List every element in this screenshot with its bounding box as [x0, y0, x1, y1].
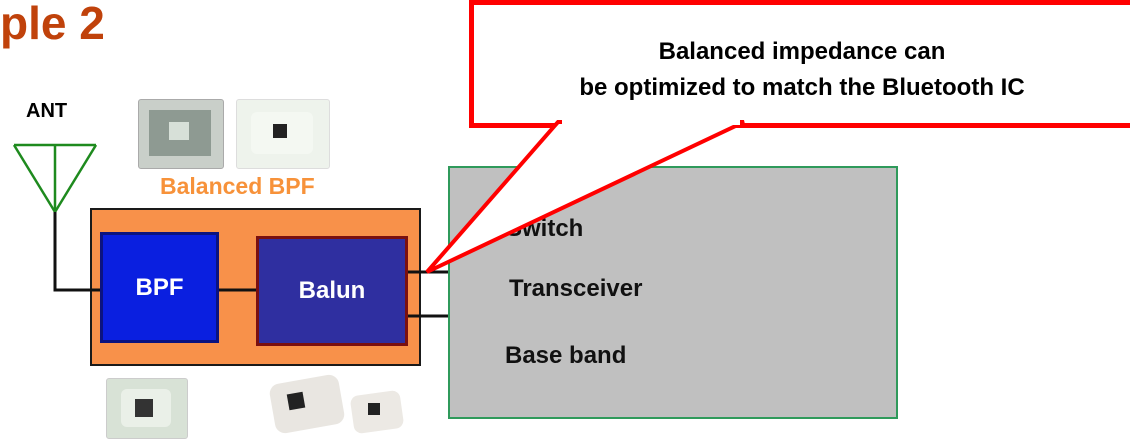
callout-box [469, 0, 1130, 128]
chip-photo-bottom-left [106, 378, 188, 439]
ic-item-base-band: Base band [505, 342, 627, 369]
bpf-label: BPF [135, 273, 184, 301]
balun-block: Balun [256, 236, 408, 346]
callout-line-1: Balanced impedance can [658, 38, 946, 65]
callout-pointer [425, 120, 745, 274]
balanced-bpf-caption: Balanced BPF [160, 173, 315, 199]
page-title: ple 2 [0, 0, 105, 49]
ic-item-transceiver: Transceiver [509, 275, 643, 302]
callout-text: Balanced impedance can be optimized to m… [474, 34, 1130, 106]
antenna-icon [12, 143, 98, 213]
callout-line-2: be optimized to match the Bluetooth IC [579, 74, 1025, 101]
bpf-block: BPF [100, 232, 219, 343]
antenna-label: ANT [26, 100, 68, 122]
balun-label: Balun [298, 277, 366, 304]
antenna-feed-wire [53, 212, 100, 292]
chip-photo-bottom-right [268, 373, 410, 437]
chip-photo-top-right [236, 99, 330, 169]
chip-photo-top-left [138, 99, 224, 169]
